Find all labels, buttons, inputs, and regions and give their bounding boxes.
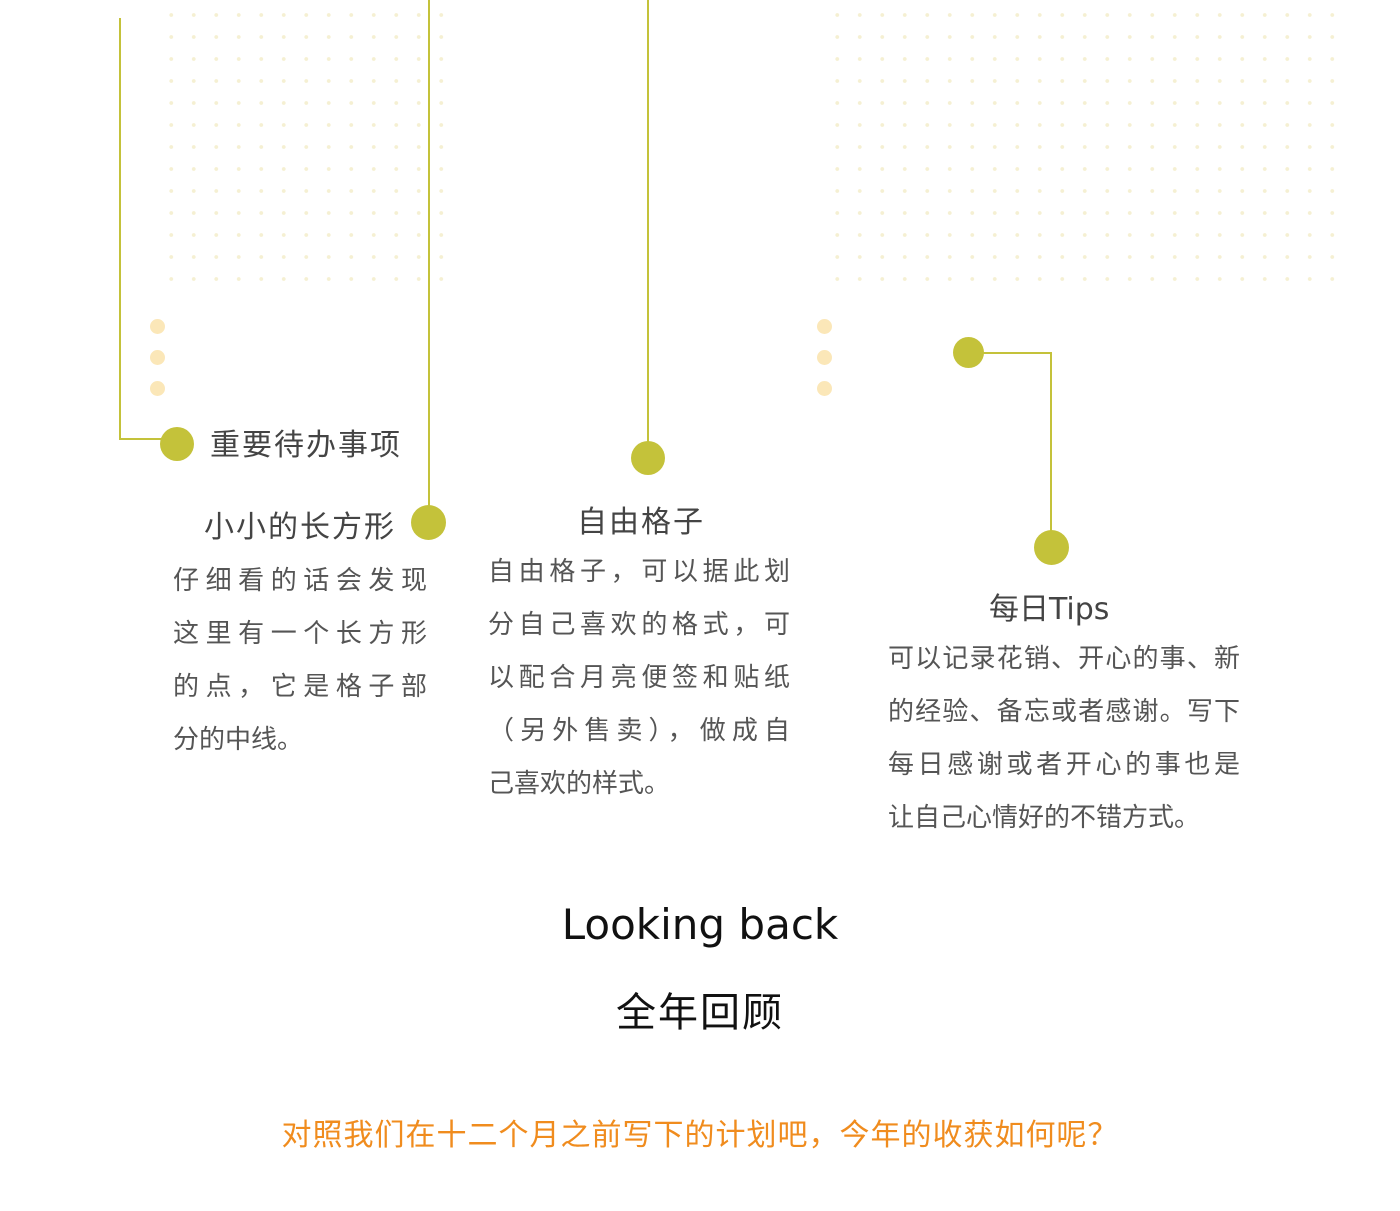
- marker-tips-top: [953, 337, 984, 368]
- marker-tips-bottom: [1034, 530, 1069, 565]
- tips-description: 可以记录花销、开心的事、新 的经验、备忘或者感谢。写下 每日感谢或者开心的事也是…: [888, 633, 1240, 845]
- section-title-cn: 全年回顾: [616, 990, 784, 1036]
- ellipsis-dot: [150, 350, 165, 365]
- grid-description: 自由格子，可以据此划 分自己喜欢的格式，可 以配合月亮便签和贴纸 （另外售卖），…: [488, 546, 790, 811]
- text-line: 自由格子，可以据此划: [488, 557, 790, 587]
- ellipsis-dot: [150, 381, 165, 396]
- connector-todo-horizontal: [119, 438, 169, 440]
- text-line: 以配合月亮便签和贴纸: [488, 663, 790, 693]
- text-line: 这里有一个长方形: [173, 619, 427, 649]
- section-title-en: Looking back: [561, 900, 839, 949]
- ellipsis-dot: [817, 381, 832, 396]
- marker-todo: [160, 427, 194, 461]
- text-line: 分自己喜欢的格式，可: [488, 610, 790, 640]
- text-line: 仔细看的话会发现: [173, 566, 427, 596]
- ellipsis-dot: [817, 350, 832, 365]
- tips-title: 每日Tips: [989, 592, 1110, 627]
- text-line: 的点，它是格子部: [173, 672, 427, 702]
- connector-tips-horizontal: [968, 352, 1052, 354]
- text-line: 的经验、备忘或者感谢。写下: [888, 697, 1240, 727]
- section-tagline: 对照我们在十二个月之前写下的计划吧，今年的收获如何呢？: [281, 1118, 1119, 1153]
- rectangle-description: 仔细看的话会发现 这里有一个长方形 的点，它是格子部 分的中线。: [173, 555, 427, 767]
- marker-rectangle: [411, 505, 446, 540]
- connector-todo-vertical: [119, 18, 121, 439]
- connector-rectangle: [428, 0, 430, 512]
- connector-grid: [647, 0, 649, 446]
- text-line: 己喜欢的样式。: [488, 769, 671, 799]
- grid-title: 自由格子: [577, 505, 705, 540]
- todo-title: 重要待办事项: [210, 428, 402, 463]
- text-line: 可以记录花销、开心的事、新: [888, 644, 1240, 674]
- dot-grid-right: [826, 4, 1346, 290]
- ellipsis-dot: [150, 319, 165, 334]
- connector-tips-vertical: [1050, 352, 1052, 542]
- dot-grid-left: [160, 4, 450, 290]
- text-line: 分的中线。: [173, 725, 304, 755]
- text-line: 让自己心情好的不错方式。: [888, 803, 1201, 833]
- rectangle-title: 小小的长方形: [204, 510, 396, 545]
- marker-grid: [631, 441, 665, 475]
- text-line: （另外售卖），做成自: [488, 716, 790, 746]
- text-line: 每日感谢或者开心的事也是: [888, 750, 1240, 780]
- ellipsis-dot: [817, 319, 832, 334]
